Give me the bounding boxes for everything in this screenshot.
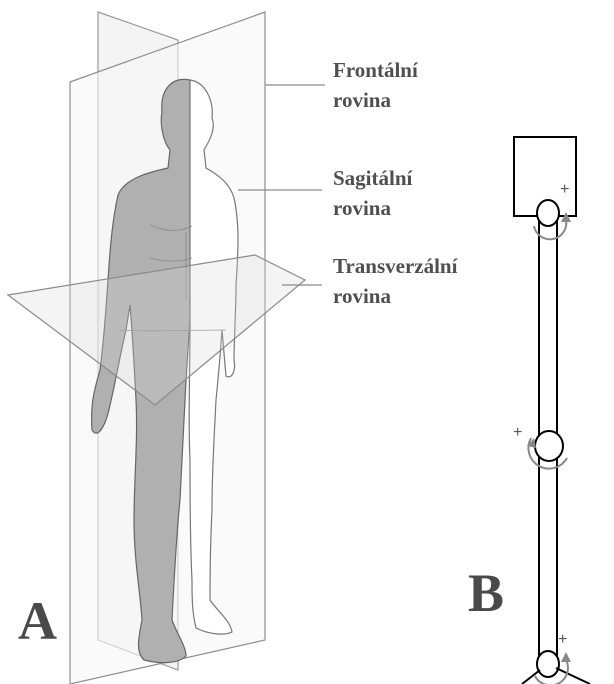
transverse-plane-label-line1: Transverzální	[333, 254, 457, 278]
transverse-plane-label-line2: rovina	[333, 284, 391, 308]
panel-letter-a: A	[18, 594, 57, 648]
frontal-plane-label-line2: rovina	[333, 88, 391, 112]
sagittal-plane-label-line2: rovina	[333, 196, 391, 220]
frontal-plane-label-line1: Frontální	[333, 58, 418, 82]
panel-b-diagram: + + +	[513, 137, 590, 684]
joint-middle	[535, 431, 563, 461]
plus-sign-bottom: +	[558, 631, 567, 648]
lower-segment	[539, 455, 557, 660]
joint-top	[537, 200, 559, 226]
upper-segment	[539, 220, 557, 440]
plus-sign-top: +	[560, 181, 569, 198]
panel-letter-b: B	[468, 566, 504, 620]
plus-sign-middle: +	[513, 424, 522, 441]
bottom-line-left	[522, 670, 540, 684]
sagittal-plane-label-line1: Sagitální	[333, 166, 412, 190]
joint-bottom	[537, 651, 559, 677]
rotation-arrowhead-bottom	[561, 652, 571, 662]
panel-a-diagram	[8, 12, 325, 684]
